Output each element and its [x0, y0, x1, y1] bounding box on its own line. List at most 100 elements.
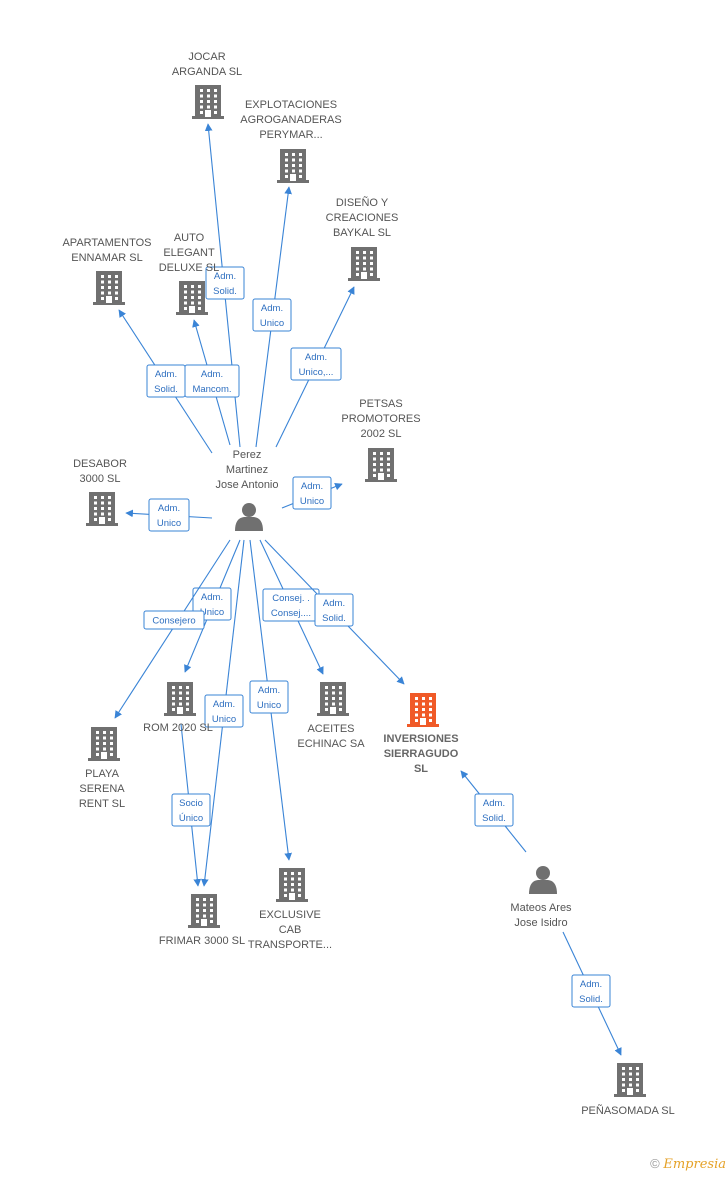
edge-label-text: Adm.: [201, 369, 223, 380]
edge-label-box[interactable]: [143, 610, 205, 630]
node-frimar[interactable]: FRIMAR 3000 SL: [159, 894, 245, 947]
node-exclusive[interactable]: EXCLUSIVE CAB TRANSPORTE...: [248, 868, 332, 951]
edge-label-box[interactable]: [314, 593, 354, 627]
edge-label-text: Adm.: [261, 303, 283, 314]
building-icon: [88, 727, 120, 761]
edge-mateos-to-penasomada: Adm.Solid.: [562, 931, 622, 1056]
node-label: ARGANDA SL: [172, 66, 242, 78]
building-icon: [277, 149, 309, 183]
copyright-symbol: ©: [650, 1156, 660, 1171]
node-label: Martinez: [226, 464, 268, 476]
edge-label-text: Solid.: [322, 613, 346, 624]
node-label: PEÑASOMADA SL: [581, 1104, 675, 1117]
node-explot[interactable]: EXPLOTACIONESAGROGANADERASPERYMAR...: [240, 99, 342, 183]
building-icon: [276, 868, 308, 902]
edge-label-text: Mancom.: [192, 384, 231, 395]
edge-label-box[interactable]: [184, 364, 240, 398]
brand-logo: Empresia: [663, 1157, 726, 1172]
building-icon: [176, 281, 208, 315]
edge-perez-to-desabor: Adm.Unico: [125, 498, 213, 532]
node-label: ACEITES: [307, 723, 354, 735]
node-label: SL: [414, 763, 428, 775]
node-desabor[interactable]: DESABOR 3000 SL: [73, 458, 127, 526]
edge-label-text: Adm.: [483, 798, 505, 809]
node-label: DELUXE SL: [159, 262, 220, 274]
edge-label-box[interactable]: [148, 498, 190, 532]
edge-label-text: Solid.: [579, 994, 603, 1005]
edge-label-box[interactable]: [290, 347, 342, 381]
edge-label-box[interactable]: [171, 793, 211, 827]
node-label: AUTO: [174, 232, 205, 244]
node-label: PETSAS: [359, 398, 402, 410]
node-label: TRANSPORTE...: [248, 939, 332, 951]
edge-label-text: Adm.: [323, 598, 345, 609]
edge-label-box[interactable]: [252, 298, 292, 332]
edge-label-text: Adm.: [305, 352, 327, 363]
edge-label-text: Adm.: [155, 369, 177, 380]
edge-label-text: Unico: [300, 496, 324, 507]
node-label: Perez: [233, 449, 262, 461]
edge-label-box[interactable]: [204, 694, 244, 728]
edge-label-text: Adm.: [213, 699, 235, 710]
edge-label-text: Adm.: [258, 685, 280, 696]
edge-label-box[interactable]: [571, 974, 611, 1008]
node-label: INVERSIONES: [383, 733, 458, 745]
edge-label-text: Unico,...: [299, 367, 334, 378]
node-label: APARTAMENTOS: [62, 237, 151, 249]
edge-label-text: Solid.: [213, 286, 237, 297]
node-label: ROM 2020 SL: [143, 722, 213, 734]
node-label: JOCAR: [188, 51, 225, 63]
edge-label-text: Adm.: [301, 481, 323, 492]
edge-label-text: Unico: [212, 714, 236, 725]
edge-perez-to-exclusive: Adm. Unico: [249, 539, 292, 861]
edge-label-text: Adm.: [158, 503, 180, 514]
edge-perez-to-petsas: Adm. Unico: [281, 476, 343, 510]
edge-label-text: Unico: [257, 700, 281, 711]
node-inversiones[interactable]: INVERSIONES SIERRAGUDO SL: [383, 693, 459, 775]
edge-label-box[interactable]: [249, 680, 289, 714]
node-label: FRIMAR 3000 SL: [159, 935, 245, 947]
node-penasomada[interactable]: PEÑASOMADA SL: [581, 1063, 675, 1117]
edge-label-box[interactable]: [292, 476, 332, 510]
edge-label-text: Consej....: [271, 608, 311, 619]
building-icon: [164, 682, 196, 716]
node-label: SERENA: [79, 783, 125, 795]
edge-mateos-to-inversiones: Adm.Solid.: [460, 770, 527, 853]
edge-label-box[interactable]: [474, 793, 514, 827]
edge-label-text: Socio: [179, 798, 203, 809]
person-icon: [235, 503, 263, 531]
node-label: PLAYA: [85, 768, 119, 780]
node-jocar[interactable]: JOCAR ARGANDA SL: [172, 51, 242, 119]
node-label: CREACIONES: [326, 212, 399, 224]
node-label: 3000 SL: [80, 473, 121, 485]
node-label: EXPLOTACIONES: [245, 99, 337, 111]
node-label: SIERRAGUDO: [384, 748, 459, 760]
node-label: PROMOTORES: [341, 413, 420, 425]
node-label: AGROGANADERAS: [240, 114, 341, 126]
building-icon: [86, 492, 118, 526]
node-label: Jose Isidro: [514, 917, 567, 929]
node-label: EXCLUSIVE: [259, 909, 321, 921]
edge-label-box[interactable]: [205, 266, 245, 300]
node-label: Mateos Ares: [510, 902, 572, 914]
edge-perez-to-rom: Adm.Unico: [184, 539, 241, 673]
edge-label-text: Consejero: [152, 616, 195, 627]
edge-label-text: Adm.: [201, 592, 223, 603]
edge-perez-to-frimar: Adm. Unico: [200, 539, 245, 887]
building-icon: [188, 894, 220, 928]
building-icon: [93, 271, 125, 305]
node-label: DESABOR: [73, 458, 127, 470]
node-rom[interactable]: ROM 2020 SL: [143, 682, 213, 734]
edge-perez-to-jocar: Adm. Solid.: [204, 123, 245, 448]
person-icon: [529, 866, 557, 894]
node-label: CAB: [279, 924, 302, 936]
edge-label-text: Unico: [260, 318, 284, 329]
